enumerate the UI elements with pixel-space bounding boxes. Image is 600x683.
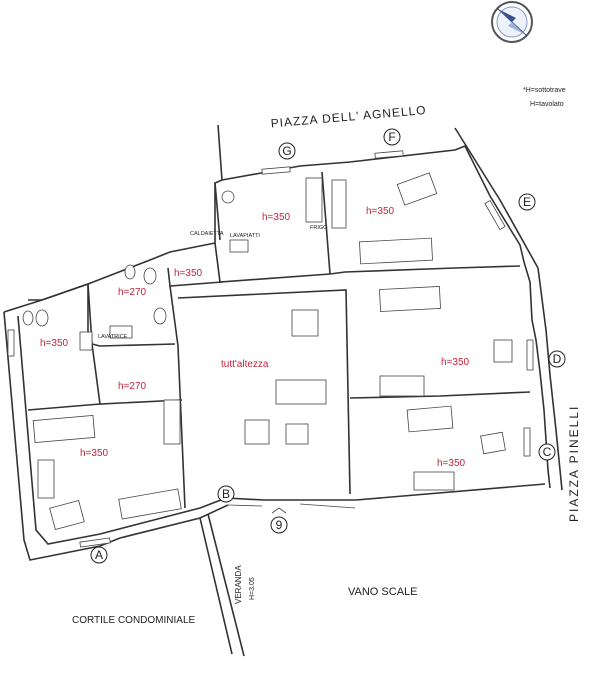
legend-sottotrave: *H=sottotrave: [523, 87, 566, 94]
street-piazza-agnello: PIAZZA DELL' AGNELLO: [270, 103, 427, 131]
room-label-bath-mid: h=270: [118, 287, 147, 298]
building-outline: [3, 124, 563, 657]
street-piazza-pinelli: PIAZZA PINELLI: [567, 405, 581, 522]
marker-f: F: [383, 128, 401, 146]
room-label-corridor: h=270: [118, 381, 147, 392]
compass-icon: [491, 1, 533, 43]
svg-text:C: C: [543, 445, 552, 459]
window-openings: [7, 150, 534, 548]
marker-9: 9: [270, 507, 288, 534]
marker-a: A: [90, 546, 108, 564]
legend-tavolato: H=tavolato: [530, 101, 564, 108]
svg-text:A: A: [95, 548, 103, 562]
svg-text:E: E: [523, 195, 531, 209]
label-lavatrice: LAVATRICE: [98, 334, 128, 340]
room-label-bath-upper: h=350: [174, 268, 203, 279]
interior-walls: [27, 171, 531, 509]
furniture: [22, 172, 513, 530]
label-veranda-height: H=3.05: [249, 577, 256, 600]
marker-e: E: [518, 193, 536, 211]
label-vano-scale: VANO SCALE: [348, 586, 418, 598]
label-veranda: VERANDA: [234, 565, 243, 604]
svg-text:D: D: [553, 352, 562, 366]
svg-text:B: B: [222, 487, 230, 501]
room-label-kitchen: h=350: [262, 212, 291, 223]
room-label-bedroom-sw: h=350: [80, 448, 109, 459]
room-label-bath-left: h=350: [40, 338, 69, 349]
marker-d: D: [548, 350, 566, 368]
marker-c: C: [538, 443, 556, 461]
room-label-bedroom-ne: h=350: [366, 206, 395, 217]
room-label-bedroom-e: h=350: [441, 357, 470, 368]
label-cortile-condominiale: CORTILE CONDOMINIALE: [72, 615, 195, 626]
svg-text:F: F: [388, 130, 395, 144]
label-caldaietta: CALDAIETTA: [190, 231, 224, 237]
svg-text:G: G: [282, 144, 291, 158]
label-lavapiatti: LAVAPIATTI: [230, 233, 260, 239]
marker-g: G: [278, 142, 296, 160]
room-label-bedroom-se: h=350: [437, 458, 466, 469]
svg-text:9: 9: [276, 518, 283, 532]
marker-b: B: [217, 485, 235, 503]
label-frigo: FRIGO: [310, 225, 328, 231]
room-label-living: tutt'altezza: [221, 359, 269, 370]
